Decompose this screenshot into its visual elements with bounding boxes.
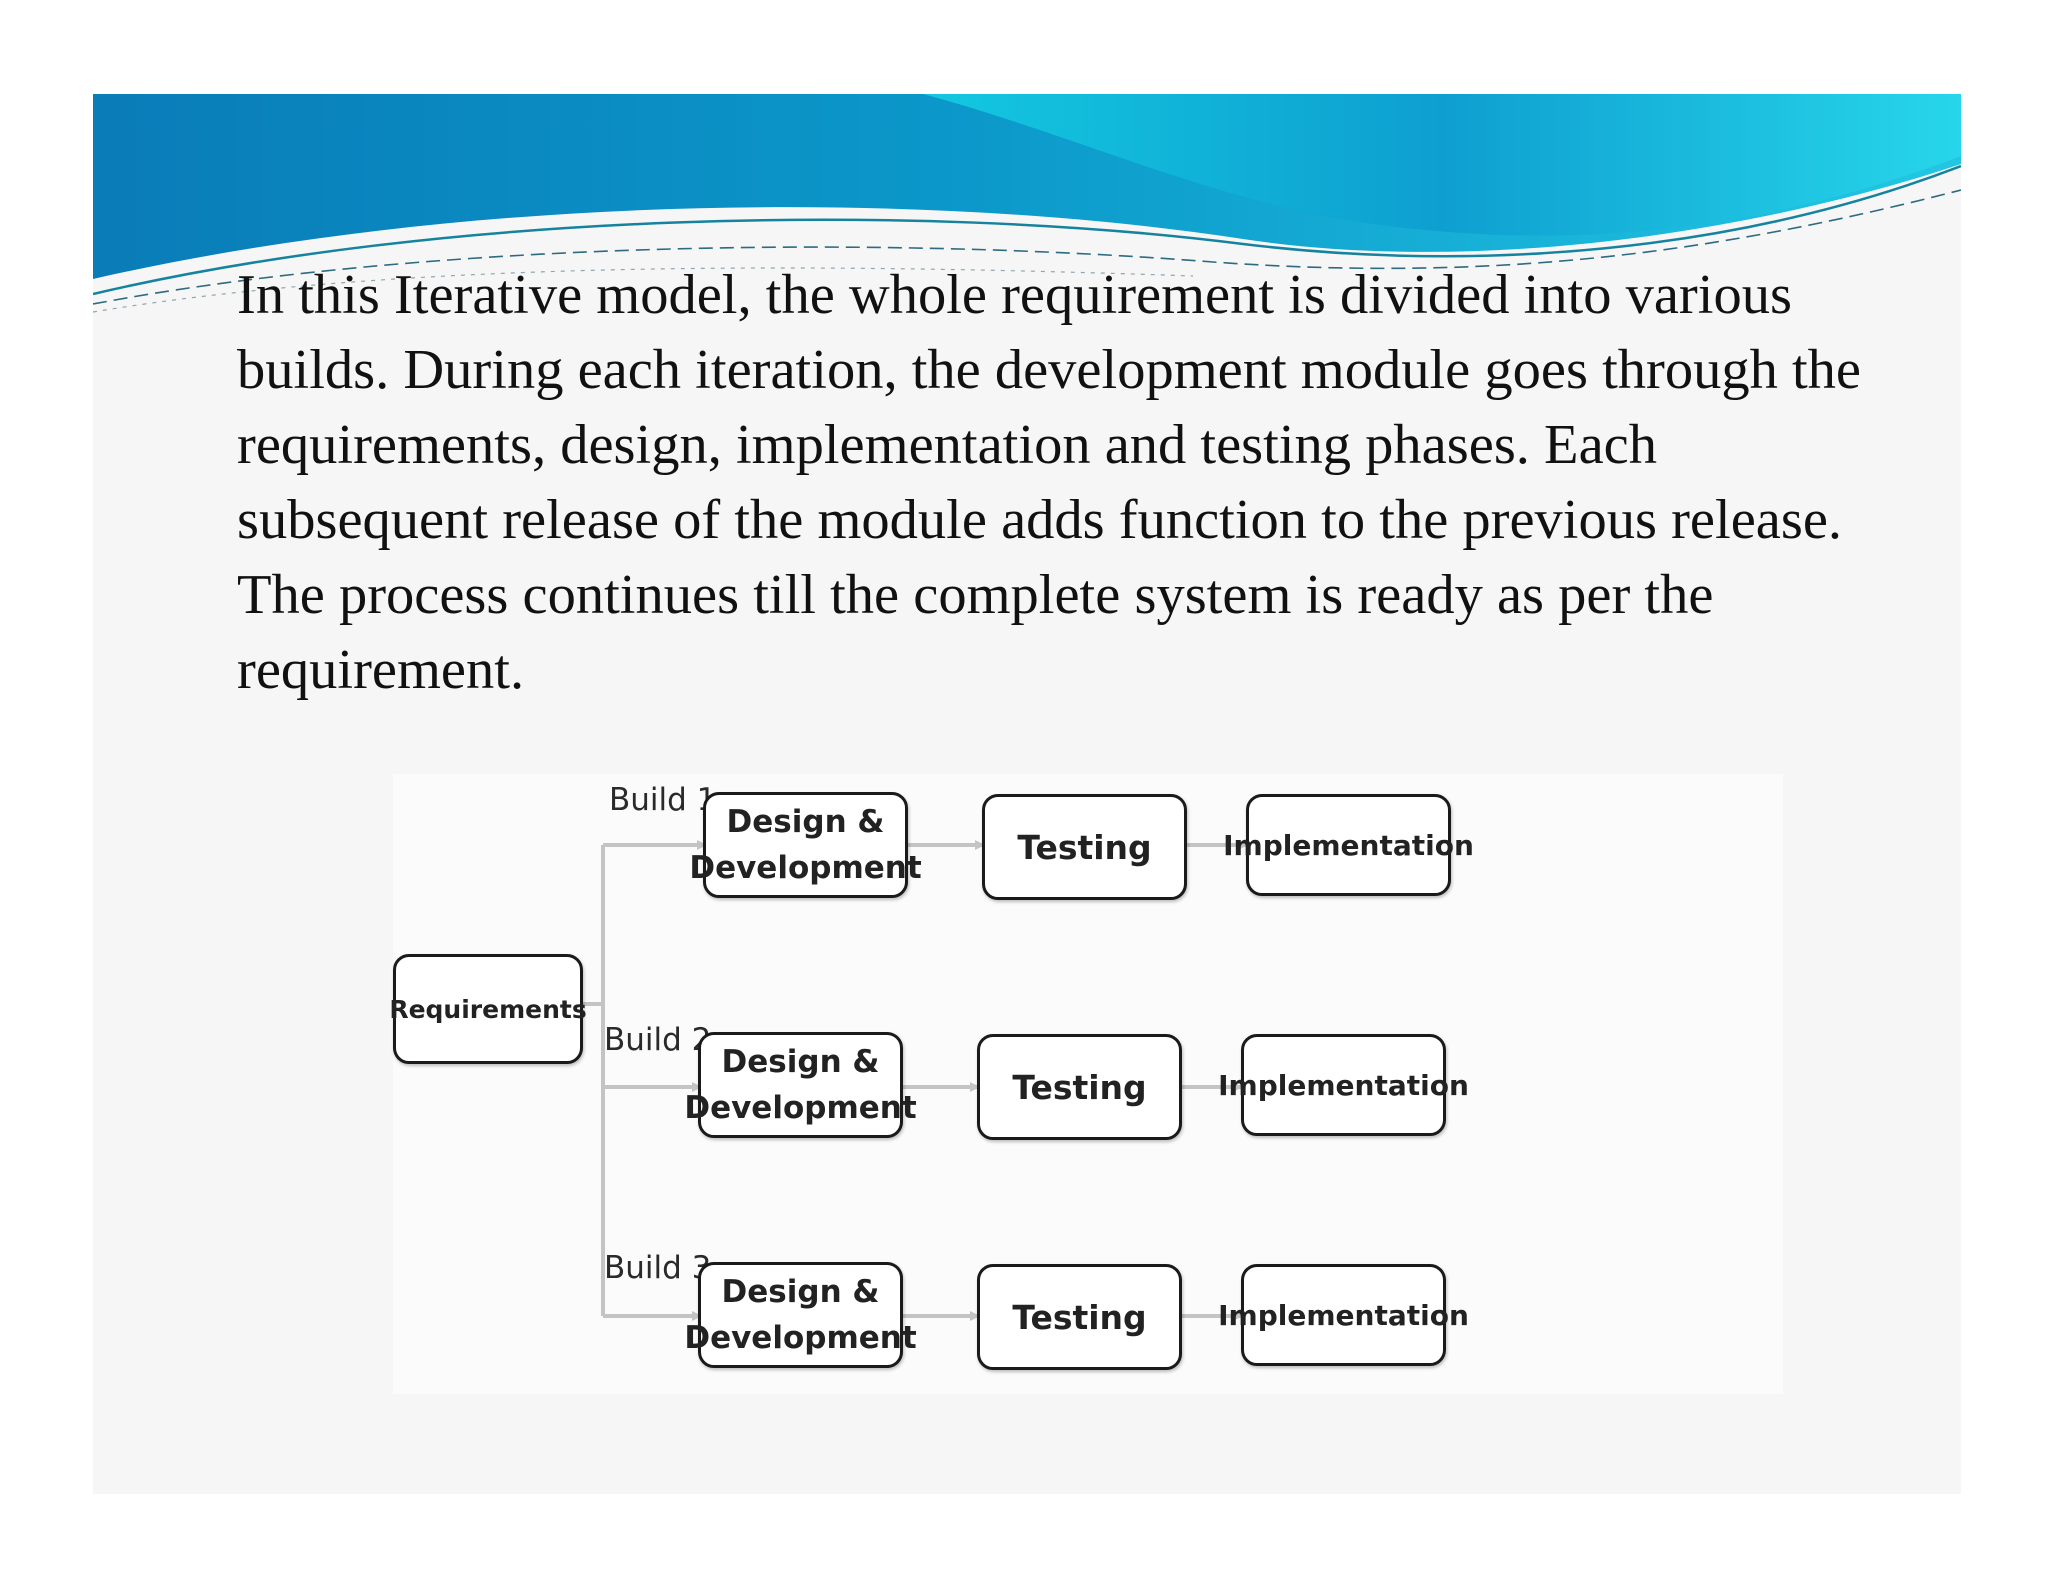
build-1-design-development-box: Design & Development bbox=[689, 792, 922, 898]
build-1-label: Build 1 bbox=[609, 782, 717, 818]
build-1-testing-box: Testing bbox=[982, 794, 1187, 900]
build-2-label: Build 2 bbox=[604, 1022, 712, 1058]
slide: In this Iterative model, the whole requi… bbox=[93, 94, 1961, 1494]
iterative-model-diagram: Requirements Build 1 Build 2 Build 3 Des… bbox=[389, 774, 1783, 1394]
body-paragraph: In this Iterative model, the whole requi… bbox=[237, 264, 1861, 701]
build-3-design-development-box: Design & Development bbox=[684, 1262, 917, 1368]
build-3-implementation-box: Implementation bbox=[1218, 1264, 1469, 1366]
build-2-implementation-box: Implementation bbox=[1218, 1034, 1469, 1136]
requirements-box: Requirements bbox=[389, 954, 587, 1064]
header-wave-banner bbox=[93, 94, 1961, 313]
build-2-testing-box: Testing bbox=[977, 1034, 1182, 1140]
flow-connectors bbox=[581, 840, 1248, 1321]
build-3-label: Build 3 bbox=[604, 1250, 712, 1286]
build-1-implementation-box: Implementation bbox=[1223, 794, 1474, 896]
build-2-design-development-box: Design & Development bbox=[684, 1032, 917, 1138]
build-3-testing-box: Testing bbox=[977, 1264, 1182, 1370]
